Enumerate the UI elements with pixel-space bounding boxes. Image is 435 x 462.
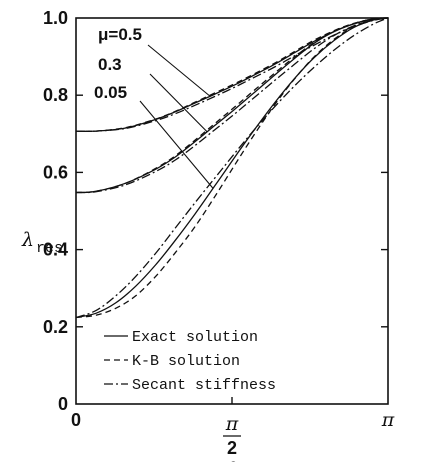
y-tick-label: 0 — [58, 394, 68, 414]
annotation-leader-line — [147, 44, 211, 97]
series-line-4 — [75, 17, 389, 194]
y-tick-label: 0.8 — [43, 85, 68, 105]
y-tick-label: 0.2 — [43, 317, 68, 337]
legend-label: Exact solution — [132, 329, 258, 346]
annotation-label: μ=0.5 — [98, 25, 142, 44]
series-line-6 — [75, 17, 389, 319]
series-line-3 — [75, 17, 389, 194]
x-tick-label: π — [225, 413, 239, 435]
series-layer — [75, 17, 389, 319]
x-axis-title: θ — [226, 459, 238, 462]
x-tick-label: π — [381, 409, 395, 431]
plot-area-frame — [75, 17, 389, 405]
y-tick-label: 1.0 — [43, 8, 68, 28]
annotation-layer: μ=0.5 0.3 0.05 — [94, 25, 214, 189]
annotation-label: 0.3 — [98, 55, 122, 74]
y-axis-title-subscript: res — [36, 240, 63, 257]
annotation-leader-line — [149, 73, 208, 133]
y-tick-label: 0.6 — [43, 162, 68, 182]
legend-label: K-B solution — [132, 353, 240, 370]
annotation-leader-line — [139, 100, 214, 189]
annotation-label: 0.05 — [94, 83, 127, 102]
legend-label: Secant stiffness — [132, 377, 276, 394]
series-line-8 — [75, 17, 389, 319]
series-line-5 — [75, 17, 389, 194]
x-tick-label: 0 — [71, 410, 81, 430]
y-tick-label: 0.4 — [43, 240, 68, 260]
y-axis-title: λ — [21, 229, 34, 251]
series-line-7 — [75, 17, 389, 319]
x-tick-denominator: 2 — [227, 438, 237, 458]
